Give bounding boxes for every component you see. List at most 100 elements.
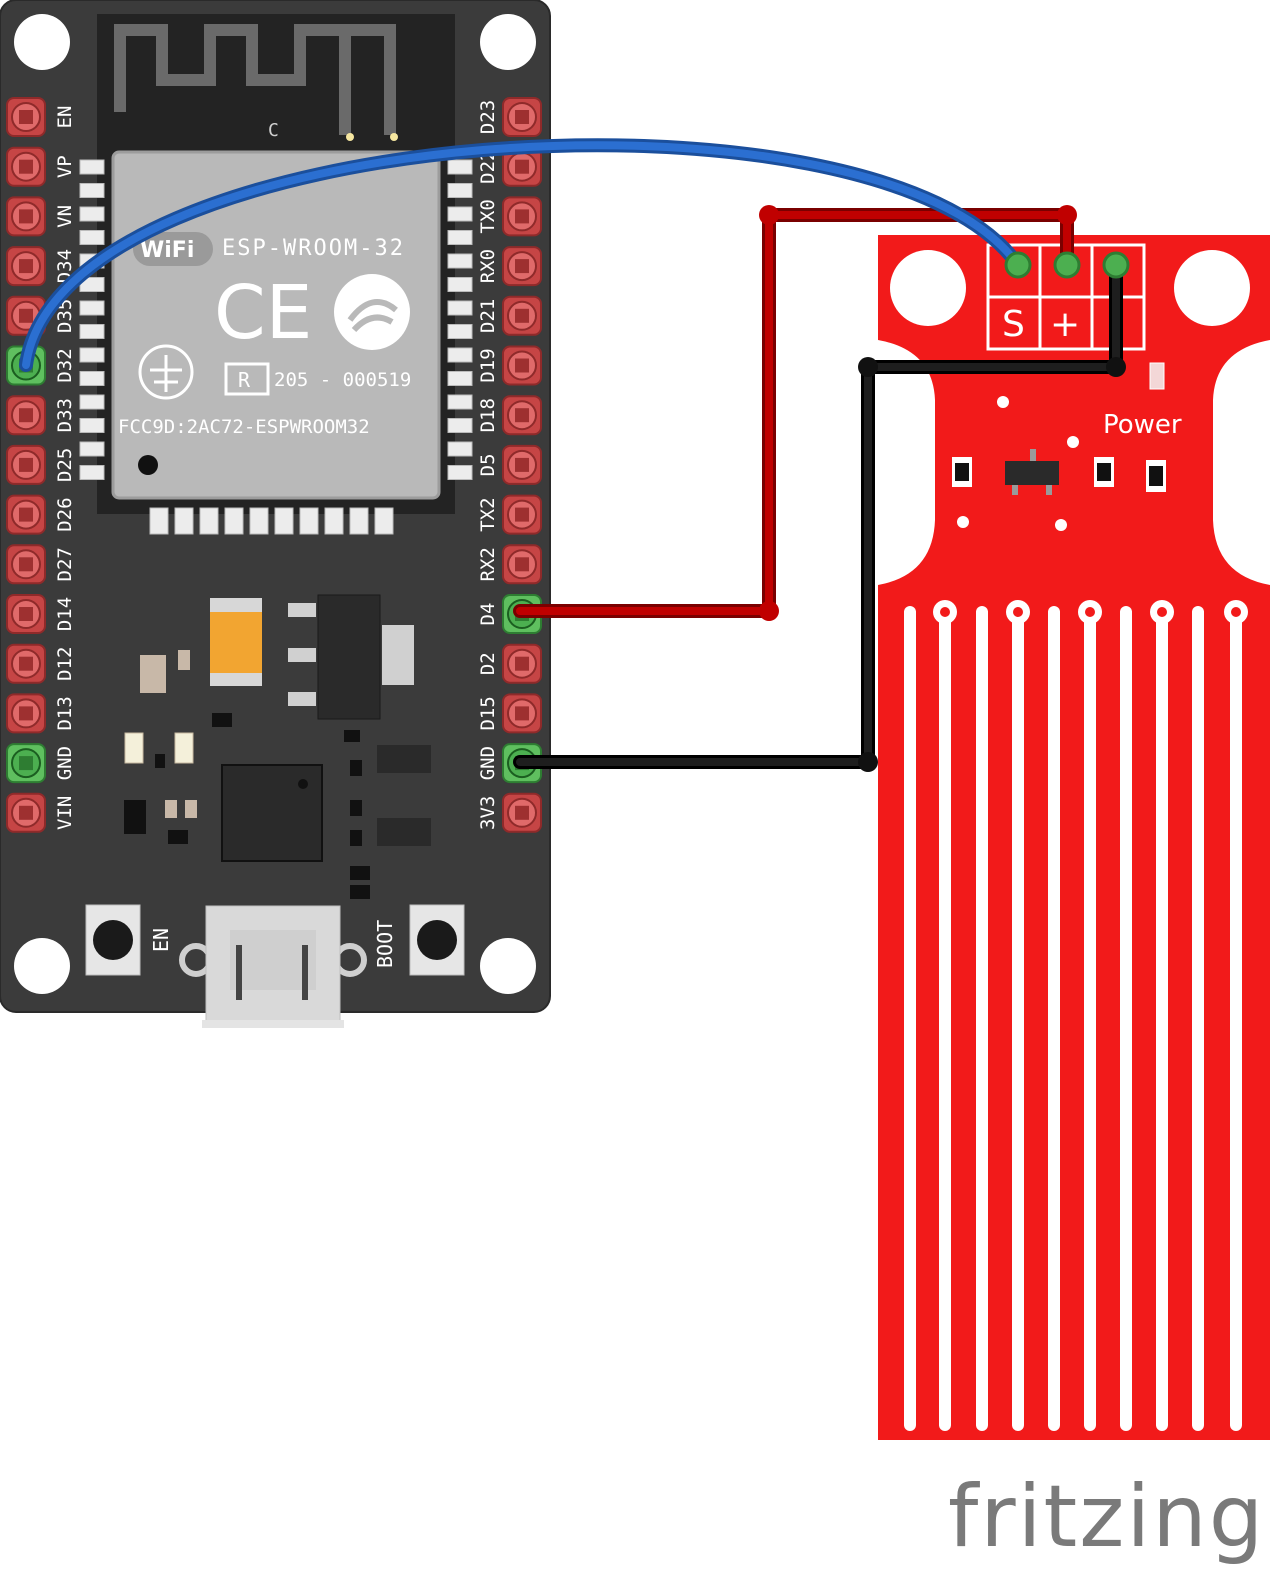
pin-left-d27[interactable] xyxy=(6,544,46,585)
smd-component xyxy=(155,754,165,768)
wifi-logo: WiFi xyxy=(133,232,213,266)
module-name: ESP-WROOM-32 xyxy=(222,236,405,261)
pin-label: D27 xyxy=(54,547,76,581)
pin-right-d23[interactable] xyxy=(502,97,542,137)
pin-right-d2[interactable] xyxy=(502,643,542,684)
pin-right-3v3[interactable] xyxy=(502,792,542,833)
espressif-logo-icon xyxy=(334,274,410,350)
left-pin-header xyxy=(6,97,46,833)
smd-component xyxy=(212,713,232,727)
ce-mark: CE xyxy=(214,270,312,356)
pin-label: 3V3 xyxy=(477,796,499,830)
smd-component xyxy=(168,830,188,844)
pin-left-d33[interactable] xyxy=(6,395,46,436)
pin-label: VP xyxy=(54,155,76,178)
pin-left-d14[interactable] xyxy=(6,594,46,634)
pin-label: VIN xyxy=(54,796,76,830)
pin-label: D35 xyxy=(54,299,76,333)
smd-component xyxy=(185,800,197,818)
pin-right-d18[interactable] xyxy=(502,395,542,436)
pin-right-tx0[interactable] xyxy=(502,196,542,237)
smd-component xyxy=(350,866,370,880)
pin-left-vn[interactable] xyxy=(6,196,46,237)
pin-right-rx2[interactable] xyxy=(502,544,542,585)
en-button-label: EN xyxy=(149,928,173,952)
mounting-hole xyxy=(1174,250,1250,326)
fcc-id: FCC9D:2AC72-ESPWROOM32 xyxy=(118,416,370,438)
power-led-label: Power xyxy=(1103,410,1182,440)
pin-left-vin[interactable] xyxy=(6,792,46,833)
smd-component xyxy=(140,655,166,693)
smd-component xyxy=(350,830,362,846)
pin-label: VN xyxy=(54,205,76,228)
pin-label: D25 xyxy=(54,448,76,482)
pin-label: D13 xyxy=(54,696,76,730)
svg-text:WiFi: WiFi xyxy=(140,238,194,263)
pin-right-d15[interactable] xyxy=(502,693,542,734)
mounting-hole xyxy=(480,14,536,70)
pin-label: D18 xyxy=(477,398,499,432)
smd-component xyxy=(124,800,146,834)
pin-label: D19 xyxy=(477,348,499,382)
pin-label: D23 xyxy=(477,100,499,134)
pin-left-d34[interactable] xyxy=(6,246,46,287)
pin-left-d26[interactable] xyxy=(6,494,46,535)
sensor-pin-label-s: S xyxy=(1002,304,1025,345)
pin-right-d22[interactable] xyxy=(502,146,542,187)
boot-button-label: BOOT xyxy=(373,920,397,968)
esp32-board: C WiFi ESP-WROOM-32 CE R 205 - 000519 FC… xyxy=(0,0,551,1028)
right-pin-labels: D23D22TX0RX0D21D19D18D5TX2RX2D4D2D15GND3… xyxy=(477,100,499,830)
pin-label: D22 xyxy=(477,150,499,184)
antenna-trace xyxy=(114,24,396,135)
boot-button[interactable] xyxy=(409,904,465,976)
pin-label: GND xyxy=(54,746,76,780)
pin-left-d12[interactable] xyxy=(6,643,46,684)
pin-label: D21 xyxy=(477,299,499,333)
smd-led xyxy=(124,732,144,764)
fritzing-watermark: fritzing xyxy=(948,1467,1266,1567)
pin1-dot xyxy=(138,455,158,475)
pin-label: GND xyxy=(477,746,499,780)
mounting-hole xyxy=(14,938,70,994)
sensor-pin-label-plus: + xyxy=(1050,304,1080,345)
pin-label: D15 xyxy=(477,696,499,730)
sensor-pin-minus[interactable] xyxy=(1102,251,1130,279)
voltage-regulator xyxy=(288,594,414,720)
sensor-transistor xyxy=(1005,449,1059,495)
mounting-hole xyxy=(890,250,966,326)
micro-usb-port[interactable] xyxy=(179,905,367,1028)
power-led xyxy=(1149,362,1165,390)
sensor-pin-s[interactable] xyxy=(1004,251,1032,279)
smd-component xyxy=(344,730,360,742)
tantalum-capacitor xyxy=(210,598,262,686)
pin-label: D14 xyxy=(54,597,76,631)
left-pin-labels: ENVPVND34D35D32D33D25D26D27D14D12D13GNDV… xyxy=(54,106,76,830)
wires xyxy=(19,138,1130,772)
pin-right-tx2[interactable] xyxy=(502,494,542,535)
transistor xyxy=(377,745,431,846)
pin-label: D5 xyxy=(477,453,499,476)
en-button[interactable] xyxy=(85,904,141,976)
sensor-pcb xyxy=(878,235,1270,1440)
mounting-hole xyxy=(14,14,70,70)
pin-left-d13[interactable] xyxy=(6,693,46,734)
pin-left-d25[interactable] xyxy=(6,444,46,485)
usb-uart-chip xyxy=(221,764,323,862)
telec-mark-icon xyxy=(138,344,194,400)
pin-left-en[interactable] xyxy=(6,97,46,137)
smd-component xyxy=(350,800,362,816)
pin-label: TX2 xyxy=(477,497,499,531)
pin-label: D26 xyxy=(54,497,76,531)
pin-right-d5[interactable] xyxy=(502,444,542,485)
pin-right-d19[interactable] xyxy=(502,345,542,386)
sensor-pin-plus[interactable] xyxy=(1053,251,1081,279)
pin-right-rx0[interactable] xyxy=(502,246,542,287)
pin-right-d21[interactable] xyxy=(502,295,542,336)
pin-left-vp[interactable] xyxy=(6,146,46,187)
smd-component xyxy=(350,885,370,899)
smd-led xyxy=(174,732,194,764)
right-pin-header xyxy=(502,97,542,833)
pin-left-gnd[interactable] xyxy=(6,743,46,784)
antenna-label: C xyxy=(268,120,279,141)
